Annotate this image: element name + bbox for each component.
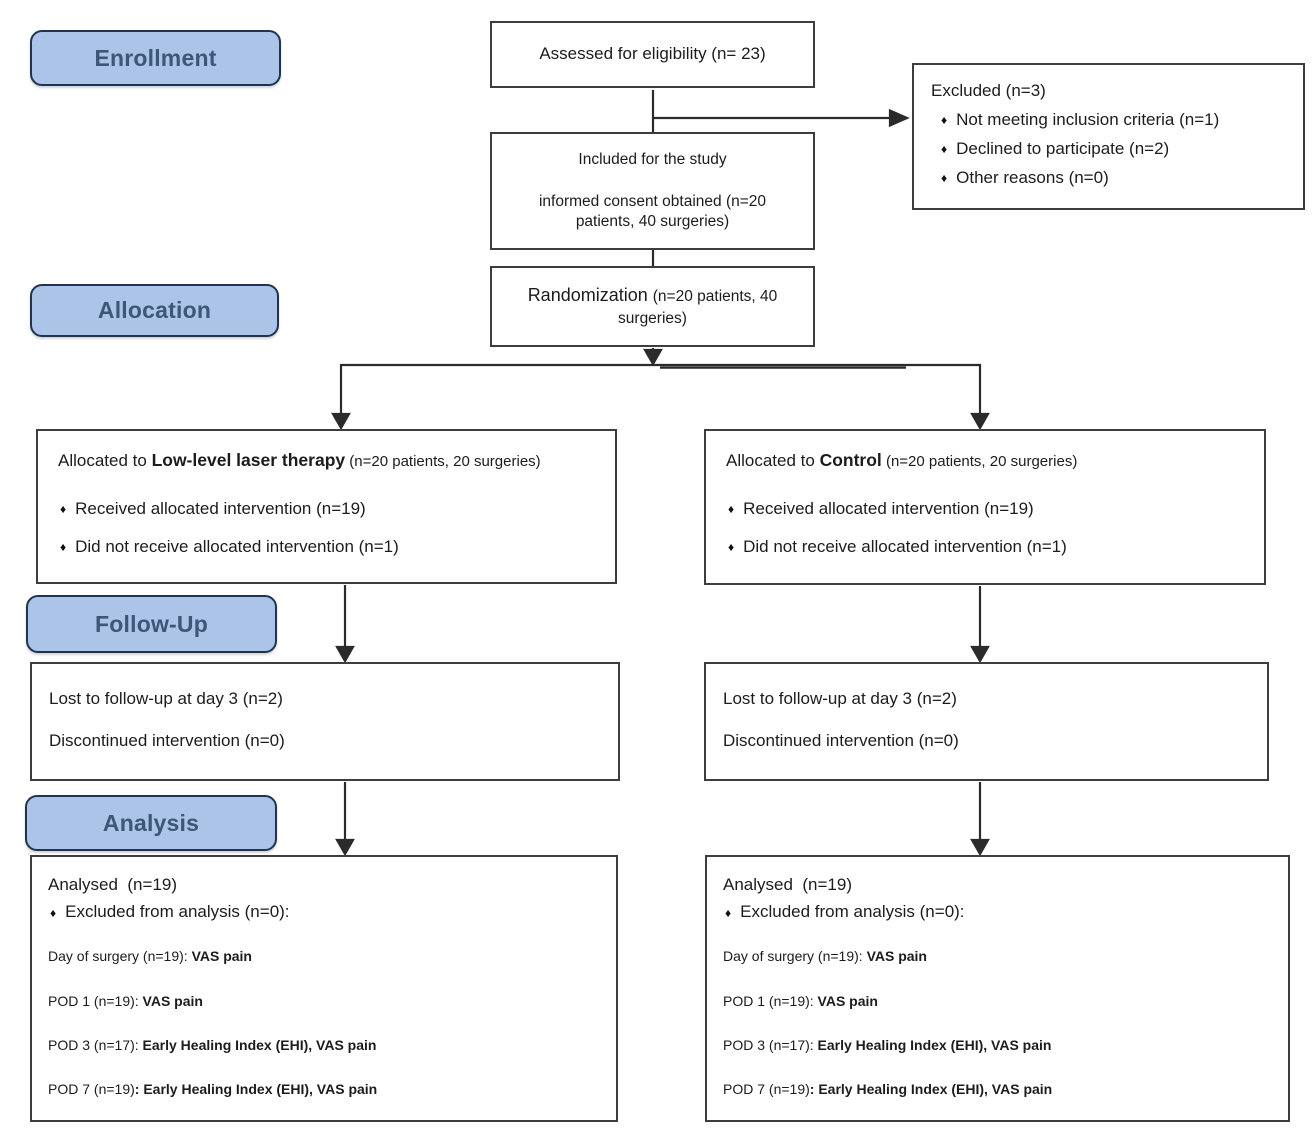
diamond-bullet-icon: ♦ [50,906,57,921]
excluded-title: Excluded (n=3) [931,81,1046,100]
allocation-item: ♦ Received allocated intervention (n=19) [726,498,1246,520]
allocation-headline: Allocated to Low-level laser therapy (n=… [58,448,597,474]
timepoint-measures: Early Healing Index (EHI), VAS pain [817,1036,1052,1053]
arrowhead-down-icon [970,838,990,857]
allocated-detail: (n=20 patients, 20 surgeries) [345,453,541,470]
followup-box-laser: Lost to follow-up at day 3 (n=2) Discont… [30,662,620,781]
allocated-detail: (n=20 patients, 20 surgeries) [881,453,1078,470]
excluded-from-analysis-text: Excluded from analysis (n=0): [65,902,290,922]
allocated-prefix: Allocated to [58,451,152,470]
timepoint-row: POD 1 (n=19): VAS pain [723,992,1272,1010]
timepoint-prefix: Day of surgery (n=19): [48,948,192,965]
stage-label-enrollment: Enrollment [30,30,281,86]
allocation-item-text: Did not receive allocated intervention (… [75,536,399,556]
stage-label-analysis: Analysis [25,795,277,851]
analysis-box-laser: Analysed (n=19) ♦ Excluded from analysis… [30,855,618,1122]
randomization-text: Randomization (n=20 patients, 40 surgeri… [518,284,787,330]
timepoint-prefix: POD 7 (n=19) [723,1080,810,1097]
excluded-item-text: Not meeting inclusion criteria (n=1) [956,110,1220,130]
timepoint-measures: VAS pain [866,948,927,965]
arrowhead-down-icon [335,645,355,664]
timepoint-row: Day of surgery (n=19): VAS pain [723,947,1272,965]
timepoint-measures: VAS pain [191,948,252,965]
excluded-from-analysis-text: Excluded from analysis (n=0): [740,902,965,922]
timepoint-row: POD 7 (n=19): Early Healing Index (EHI),… [48,1080,600,1098]
randomization-main: Randomization [527,284,653,305]
followup-line: Discontinued intervention (n=0) [723,731,959,751]
followup-line: Lost to follow-up at day 3 (n=2) [49,689,283,708]
allocation-bullet-list: ♦ Received allocated intervention (n=19)… [726,498,1246,558]
allocated-arm-name: Control [819,450,882,470]
excluded-from-analysis-line: ♦ Excluded from analysis (n=0): [48,898,600,925]
allocated-arm-name: Low-level laser therapy [151,450,346,470]
allocation-item-text: Received allocated intervention (n=19) [75,498,366,518]
timepoint-measures: : Early Healing Index (EHI), VAS pain [134,1080,378,1097]
timepoint-measures: : Early Healing Index (EHI), VAS pain [809,1080,1053,1097]
diamond-bullet-icon: ♦ [941,142,948,157]
arrowhead-down-icon [970,412,990,431]
followup-line: Discontinued intervention (n=0) [49,731,285,751]
timepoint-measures: VAS pain [817,992,878,1009]
assessed-text: Assessed for eligibility (n= 23) [539,44,766,64]
diamond-bullet-icon: ♦ [725,906,732,921]
arrowhead-down-icon [643,348,663,367]
diamond-bullet-icon: ♦ [60,539,67,554]
allocation-item: ♦ Did not receive allocated intervention… [58,536,597,558]
allocation-box-control: Allocated to Control (n=20 patients, 20 … [704,429,1266,585]
timepoint-prefix: POD 1 (n=19): [723,992,818,1009]
included-line1: Included for the study [578,150,727,168]
diamond-bullet-icon: ♦ [728,501,735,516]
stage-label-followup: Follow-Up [26,595,277,653]
timepoint-measures: Early Healing Index (EHI), VAS pain [142,1036,377,1053]
timepoint-list: Day of surgery (n=19): VAS pain POD 1 (n… [723,947,1272,1098]
timepoint-prefix: POD 3 (n=17): [48,1036,143,1053]
timepoint-prefix: POD 1 (n=19): [48,992,143,1009]
excluded-box: Excluded (n=3) ♦ Not meeting inclusion c… [912,63,1305,210]
timepoint-prefix: POD 7 (n=19) [48,1080,135,1097]
excluded-from-analysis-line: ♦ Excluded from analysis (n=0): [723,898,1272,925]
allocation-headline: Allocated to Control (n=20 patients, 20 … [726,448,1246,474]
excluded-item: ♦ Declined to participate (n=2) [939,138,1289,160]
allocation-item-text: Received allocated intervention (n=19) [743,498,1034,518]
timepoint-row: POD 3 (n=17): Early Healing Index (EHI),… [48,1036,600,1054]
timepoint-row: POD 7 (n=19): Early Healing Index (EHI),… [723,1080,1272,1098]
timepoint-row: POD 1 (n=19): VAS pain [48,992,600,1010]
timepoint-row: Day of surgery (n=19): VAS pain [48,947,600,965]
excluded-item-text: Other reasons (n=0) [956,168,1109,188]
included-box: Included for the study informed consent … [490,132,815,250]
timepoint-measures: VAS pain [142,992,203,1009]
analysed-line: Analysed (n=19) [48,875,177,894]
excluded-item: ♦ Other reasons (n=0) [939,167,1289,189]
arrowhead-right-icon [888,108,910,128]
diamond-bullet-icon: ♦ [60,501,67,516]
analysed-line: Analysed (n=19) [723,875,852,894]
assessed-box: Assessed for eligibility (n= 23) [490,21,815,88]
arrowhead-down-icon [970,645,990,664]
excluded-item: ♦ Not meeting inclusion criteria (n=1) [939,109,1289,131]
timepoint-prefix: Day of surgery (n=19): [723,948,867,965]
timepoint-list: Day of surgery (n=19): VAS pain POD 1 (n… [48,947,600,1098]
arrowhead-down-icon [331,412,351,431]
allocation-bullet-list: ♦ Received allocated intervention (n=19)… [58,498,597,558]
allocation-item-text: Did not receive allocated intervention (… [743,536,1067,556]
stage-label-allocation: Allocation [30,284,279,337]
allocation-item: ♦ Received allocated intervention (n=19) [58,498,597,520]
randomization-box: Randomization (n=20 patients, 40 surgeri… [490,266,815,347]
followup-box-control: Lost to follow-up at day 3 (n=2) Discont… [704,662,1269,781]
arrowhead-down-icon [335,838,355,857]
allocation-box-laser: Allocated to Low-level laser therapy (n=… [36,429,617,584]
allocation-item: ♦ Did not receive allocated intervention… [726,536,1246,558]
excluded-item-text: Declined to participate (n=2) [956,139,1170,159]
randomization-detail: (n=20 patients, 40 surgeries) [618,287,778,328]
allocated-prefix: Allocated to [726,451,820,470]
followup-line: Lost to follow-up at day 3 (n=2) [723,689,957,708]
timepoint-prefix: POD 3 (n=17): [723,1036,818,1053]
diamond-bullet-icon: ♦ [728,539,735,554]
timepoint-row: POD 3 (n=17): Early Healing Index (EHI),… [723,1036,1272,1054]
analysis-box-control: Analysed (n=19) ♦ Excluded from analysis… [705,855,1290,1122]
diamond-bullet-icon: ♦ [941,113,948,128]
diamond-bullet-icon: ♦ [941,171,948,186]
included-line2: informed consent obtained (n=20 patients… [538,192,767,231]
